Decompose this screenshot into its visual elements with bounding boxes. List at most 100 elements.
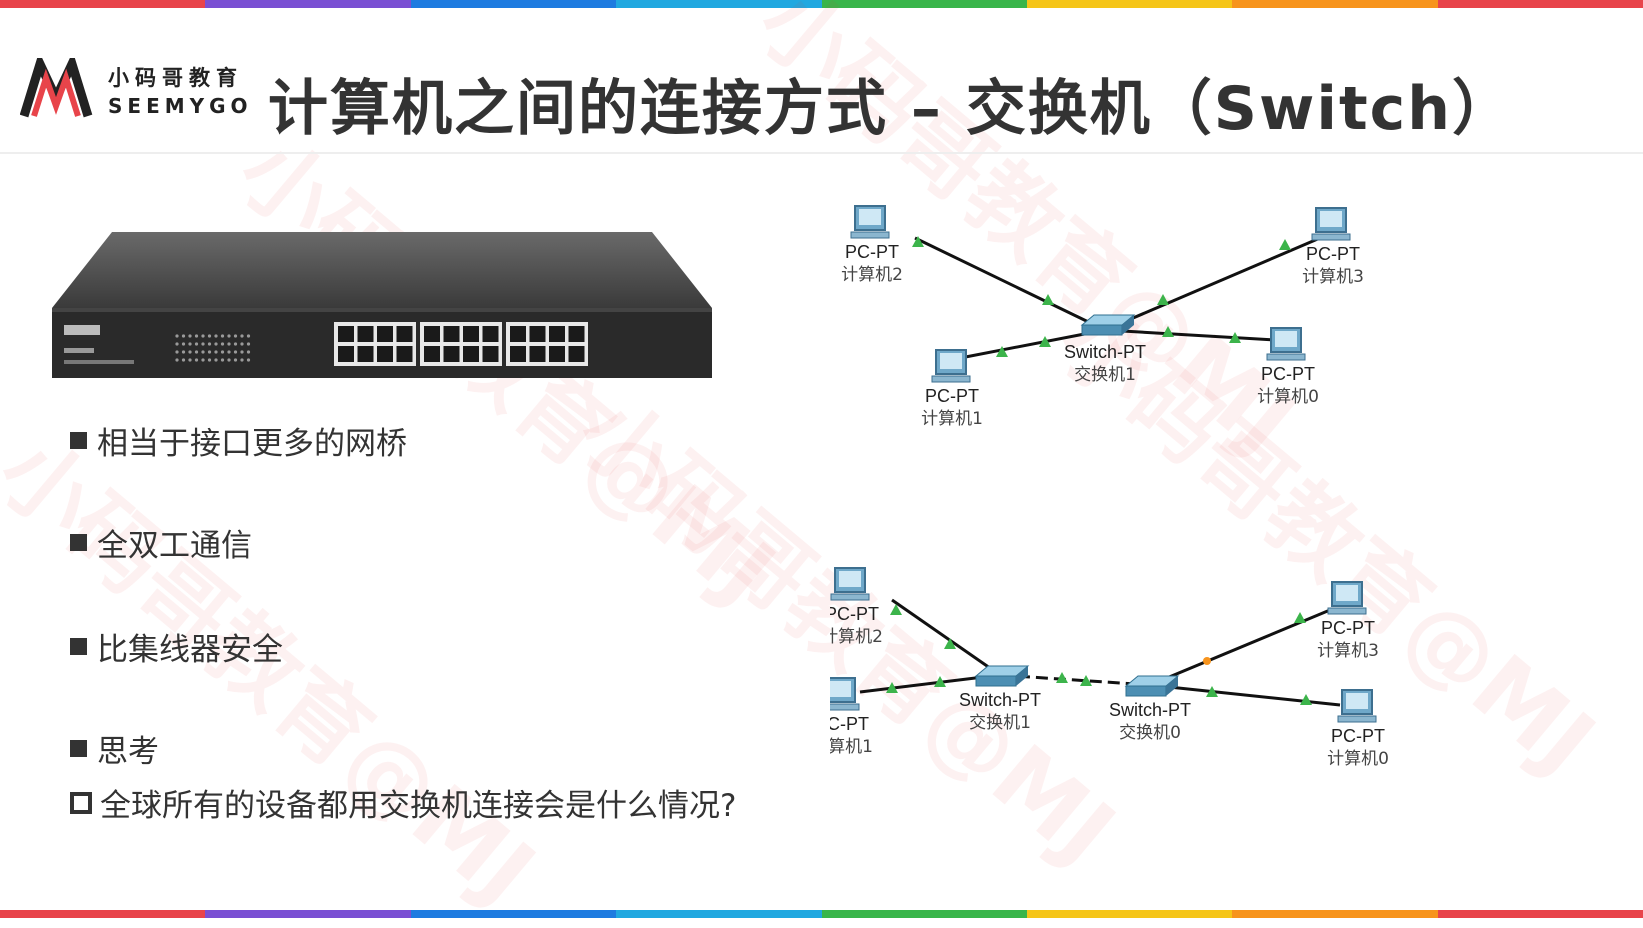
top-color-stripe — [0, 0, 1643, 8]
led-dot — [201, 358, 205, 362]
ethernet-port — [424, 346, 440, 362]
pc-icon — [931, 349, 971, 383]
pc-base — [1266, 353, 1306, 361]
device-name-label: 计算机3 — [1317, 641, 1379, 661]
pc-icon — [1311, 207, 1351, 241]
sub-bullet-text: 全球所有的设备都用交换机连接会是什么情况? — [100, 788, 737, 824]
network-link — [949, 328, 1106, 362]
led-dot — [188, 342, 192, 346]
device-type-label: PC-PT — [925, 386, 979, 406]
link-status-triangle — [890, 604, 902, 615]
device-name-label: 计算机3 — [1302, 267, 1364, 287]
network-link — [891, 598, 1001, 677]
hollow-square-bullet-icon — [70, 791, 92, 814]
square-bullet-icon — [70, 432, 87, 449]
ethernet-port — [377, 326, 393, 342]
ethernet-port — [463, 326, 479, 342]
led-dot — [220, 358, 225, 362]
pc-screen — [1336, 585, 1358, 601]
led-dot — [233, 358, 238, 362]
ethernet-port — [443, 346, 460, 362]
pc-icon — [1327, 581, 1367, 615]
led-dot — [181, 350, 186, 354]
pc-base — [1311, 233, 1351, 241]
bullet-item: 比集线器安全 — [70, 624, 283, 669]
bullet-text: 全双工通信 — [97, 528, 252, 564]
device-type-label: PC-PT — [1261, 364, 1315, 384]
network-link — [1104, 236, 1321, 332]
link-status-triangle — [1300, 694, 1312, 705]
device-type-label: PC-PT — [830, 714, 869, 734]
led-dot — [240, 358, 244, 362]
led-dot — [181, 358, 186, 362]
device-type-label: PC-PT — [845, 242, 899, 262]
logo-chinese-text: 小码哥教育 — [108, 66, 243, 90]
stripe-seg — [821, 0, 1027, 8]
pc-base — [850, 231, 890, 239]
led-dot — [233, 334, 238, 338]
led-dot — [207, 334, 212, 338]
link-status-triangle — [1229, 332, 1241, 343]
device-name-label: 计算机0 — [1327, 749, 1389, 769]
led-dot — [194, 350, 199, 354]
led-dot — [201, 350, 205, 354]
pc-screen — [830, 681, 851, 697]
header-divider — [0, 152, 1643, 154]
ethernet-port — [482, 346, 499, 362]
led-dot — [220, 334, 225, 338]
led-dot — [207, 342, 212, 346]
ethernet-port — [357, 346, 374, 362]
square-bullet-icon — [70, 740, 87, 757]
led-dot — [175, 342, 179, 346]
bullet-text: 比集线器安全 — [97, 632, 283, 668]
pc-screen — [839, 571, 861, 587]
ethernet-port — [338, 346, 354, 362]
pc-base — [1327, 607, 1367, 615]
ethernet-port — [529, 346, 546, 362]
stripe-seg — [1232, 0, 1438, 8]
led-dot — [246, 358, 251, 362]
link-status-triangle — [1042, 294, 1054, 305]
pc-icon — [1266, 327, 1306, 361]
led-dot — [181, 342, 186, 346]
device-name-label: 交换机1 — [1074, 365, 1136, 385]
switch-side — [1166, 676, 1178, 696]
led-dot — [227, 350, 231, 354]
led-dot — [207, 358, 212, 362]
switch-icon — [1124, 675, 1180, 697]
ethernet-port — [377, 346, 393, 362]
ethernet-port — [568, 326, 585, 342]
stripe-seg — [821, 910, 1027, 918]
link-status-triangle — [1056, 672, 1068, 683]
led-dot — [240, 342, 244, 346]
led-dot — [246, 334, 251, 338]
page-title: 计算机之间的连接方式 – 交换机（Switch） — [268, 74, 1514, 144]
ethernet-port — [510, 326, 526, 342]
led-dot — [194, 334, 199, 338]
led-dot — [201, 342, 205, 346]
stripe-seg — [0, 910, 206, 918]
pc-icon — [850, 205, 890, 239]
link-status-triangle — [1162, 326, 1174, 337]
led-dot — [207, 350, 212, 354]
stripe-seg — [410, 0, 617, 8]
device-type-label: Switch-PT — [959, 690, 1041, 710]
link-status-triangle — [934, 676, 946, 687]
device-name-label: 计算机0 — [1257, 387, 1319, 407]
device-type-label: PC-PT — [1331, 726, 1385, 746]
square-bullet-icon — [70, 534, 87, 551]
ethernet-port — [510, 346, 526, 362]
pc-screen — [1320, 211, 1342, 227]
switch-side — [1122, 315, 1134, 335]
pc-screen — [1346, 693, 1368, 709]
ethernet-port — [443, 326, 460, 342]
led-dot — [220, 342, 225, 346]
link-status-triangle — [1279, 239, 1291, 250]
network-topology-diagrams: PC-PT计算机2PC-PT计算机3PC-PT计算机1PC-PT计算机0Swit… — [830, 205, 1389, 769]
logo-english-text: SEEMYGO — [108, 94, 253, 118]
device-name-label: 计算机1 — [830, 737, 873, 757]
ethernet-port — [396, 326, 413, 342]
link-status-triangle — [1157, 294, 1169, 305]
stripe-seg — [1437, 910, 1643, 918]
device-name-label: 计算机2 — [841, 265, 903, 285]
